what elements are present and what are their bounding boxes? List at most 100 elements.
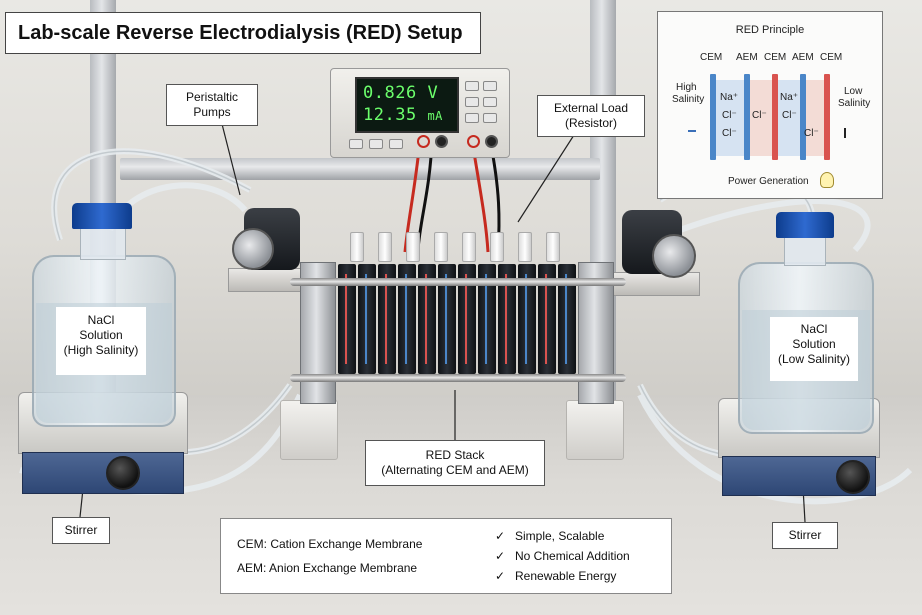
membrane-edge [385,274,387,364]
psu-button[interactable] [483,81,497,91]
ion-label: Cl⁻ [804,128,819,139]
tube-fitting [518,232,532,262]
ion-label: Cl⁻ [782,110,797,121]
psu-button[interactable] [465,113,479,123]
callout-pumps-line: Peristaltic [185,90,238,104]
callout-stack-line: RED Stack [425,448,485,462]
ion-label: Na⁺ [780,92,799,103]
membrane-plate [338,264,356,374]
psu-button[interactable] [483,97,497,107]
bottle-label-line: (High Salinity) [63,343,139,357]
chamber [804,80,824,156]
voltage-unit: V [427,83,439,103]
membrane-tag: CEM [764,52,787,63]
tube-fitting [462,232,476,262]
voltage-readout: 0.826 [363,83,417,103]
callout-pumps-line: Pumps [193,105,231,119]
legend-box: CEM: Cation Exchange Membrane AEM: Anion… [220,518,672,594]
membrane-edge [505,274,507,364]
membrane-plate [478,264,496,374]
psu-button[interactable] [369,139,383,149]
ion-label: Cl⁻ [722,128,737,139]
membrane-edge [525,274,527,364]
stirrer-front-left [22,452,184,494]
check-icon: ✓ [495,529,506,543]
membrane-edge [465,274,467,364]
red-terminal[interactable] [417,135,430,148]
bottle-label-line: Solution [792,337,836,351]
membrane-plate [458,264,476,374]
membrane-plate [538,264,556,374]
pump-head-left[interactable] [232,228,274,270]
callout-stirrer-left: Stirrer [52,517,110,544]
low-salinity-label: Salinity [838,98,871,109]
check-icon: ✓ [495,549,506,563]
arrow-icon [688,130,696,132]
tube-fitting [546,232,560,262]
psu-button[interactable] [349,139,363,149]
black-terminal[interactable] [435,135,448,148]
bottle-label-line: NaCl [800,322,828,336]
callout-external-load: External Load (Resistor) [537,95,645,137]
membrane-edge [345,274,347,364]
stirrer-knob-left[interactable] [106,456,140,490]
pump-head-right[interactable] [652,234,696,278]
tube-fitting [378,232,392,262]
membrane-edge [365,274,367,364]
psu-button[interactable] [389,139,403,149]
stirrer-knob-right[interactable] [836,460,870,494]
ion-label: Cl⁻ [722,110,737,121]
callout-stack-line: (Alternating CEM and AEM) [381,463,529,477]
legend-point: Renewable Energy [515,569,617,583]
bottle-label-line: (Low Salinity) [777,352,851,366]
membrane-plate [418,264,436,374]
bottle-label-line: Solution [79,328,123,342]
psu-button[interactable] [465,81,479,91]
membrane-edge [405,274,407,364]
tube-fitting [406,232,420,262]
membrane-edge [485,274,487,364]
psu-display: 0.826 V 12.35 mA [355,77,459,133]
membrane-tag: CEM [700,52,723,63]
bottle-neck-right [784,234,826,266]
pump-base-right [612,272,700,296]
membrane-plate [378,264,396,374]
check-icon: ✓ [495,569,506,583]
current-unit: mA [427,109,443,123]
membrane-marker [824,74,830,160]
tube-fitting [490,232,504,262]
membrane-plate [358,264,376,374]
high-salinity-label: High [676,82,697,93]
legend-point: No Chemical Addition [515,549,630,563]
bottle-cap-right [776,212,834,238]
membrane-plate [558,264,576,374]
membrane-marker [772,74,778,160]
shelf [120,158,600,180]
membrane-edge [425,274,427,364]
legend-aem: AEM: Anion Exchange Membrane [237,561,418,575]
tube-fitting [350,232,364,262]
membrane-tag: AEM [792,52,814,63]
membrane-edge [445,274,447,364]
red-terminal[interactable] [467,135,480,148]
ion-label: Na⁺ [720,92,739,103]
membrane-tag: CEM [820,52,843,63]
bottle-label-right: NaCl Solution (Low Salinity) [770,317,858,381]
membrane-plate [518,264,536,374]
psu-button[interactable] [483,113,497,123]
tube-fitting [434,232,448,262]
callout-load-line: External Load [553,101,629,115]
tie-rod-bottom [290,374,626,382]
light-bulb-icon [820,172,834,188]
low-salinity-label: Low [844,86,863,97]
high-salinity-label: Salinity [672,94,705,105]
black-terminal[interactable] [485,135,498,148]
principle-title: RED Principle [735,24,805,36]
membrane-edge [545,274,547,364]
membrane-tag: AEM [736,52,758,63]
tie-rod-top [290,278,626,286]
membrane-marker [744,74,750,160]
psu-button[interactable] [465,97,479,107]
callout-red-stack: RED Stack (Alternating CEM and AEM) [365,440,545,486]
ion-label: Cl⁻ [752,110,767,121]
